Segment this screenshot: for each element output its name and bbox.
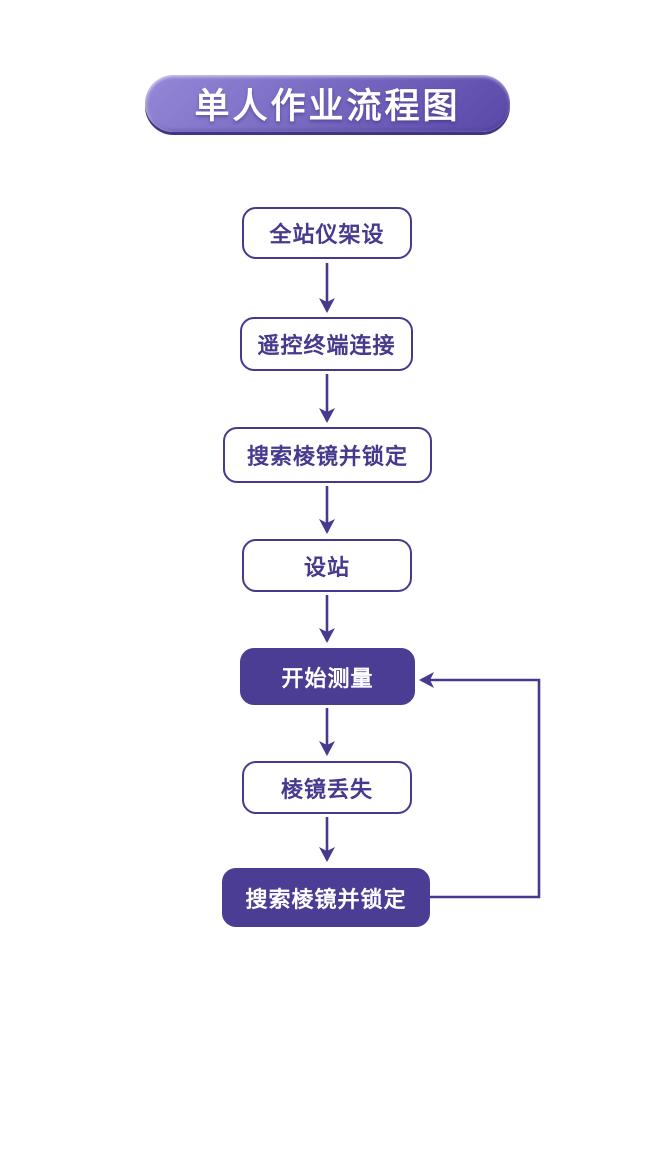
- title-banner: 单人作业流程图: [145, 75, 510, 132]
- node-total-station-setup: 全站仪架设: [242, 207, 412, 259]
- node-label: 设站: [303, 554, 350, 580]
- node-label: 搜索棱镜并锁定: [246, 444, 408, 469]
- arrow-loop-back-to-measure: [419, 672, 541, 899]
- node-label: 遥控终端连接: [257, 333, 396, 358]
- node-label: 全站仪架设: [269, 222, 385, 247]
- node-label: 棱镜丢失: [280, 776, 373, 802]
- node-set-station: 设站: [242, 539, 412, 592]
- page-title: 单人作业流程图: [194, 87, 461, 126]
- node-remote-terminal-connect: 遥控终端连接: [240, 317, 413, 371]
- node-search-prism-lock-again: 搜索棱镜并锁定: [222, 868, 430, 927]
- node-prism-lost: 棱镜丢失: [242, 761, 412, 814]
- node-label: 开始测量: [281, 665, 374, 691]
- node-start-measurement: 开始测量: [240, 648, 415, 705]
- node-search-prism-lock: 搜索棱镜并锁定: [223, 427, 432, 483]
- node-label: 搜索棱镜并锁定: [245, 886, 407, 912]
